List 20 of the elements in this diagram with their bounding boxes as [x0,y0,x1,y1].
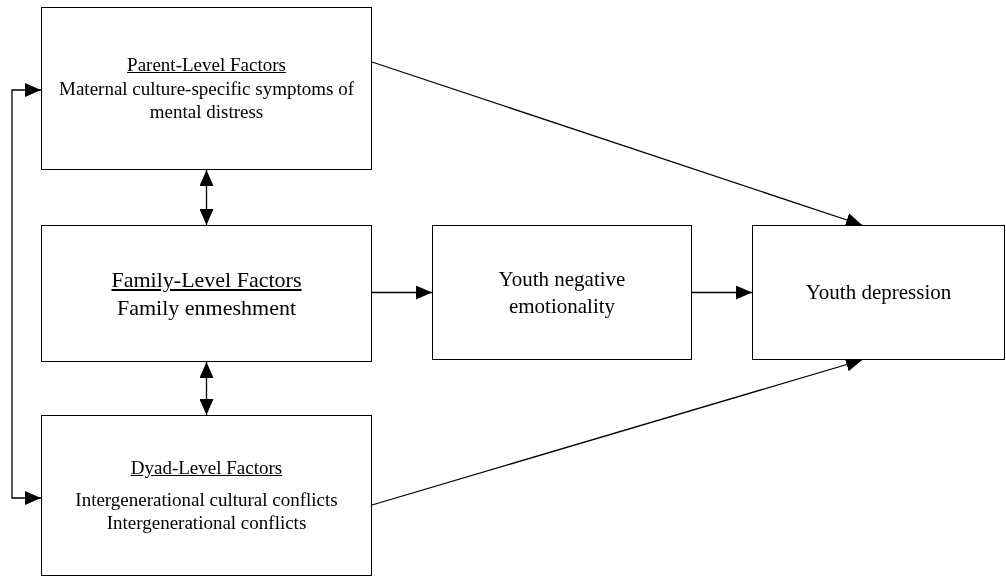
arrow [371,285,433,300]
factor-box [41,225,372,362]
factor-text: Intergenerational conflicts [106,511,307,536]
heading: Family-Level Factors [111,266,302,294]
factor-box [752,225,1005,360]
heading: Dyad-Level Factors [130,455,283,480]
factor-box [432,225,692,360]
heading: Parent-Level Factors [127,52,286,77]
arrow [199,361,214,416]
arrow [691,285,753,300]
factor-text: Intergenerational cultural conflicts [75,487,338,512]
factor-text: Maternal culture-specific symptoms of mental distress [58,76,355,125]
arrow [199,169,214,226]
factor-box [41,415,372,576]
arrow [11,83,42,505]
factor-box [41,7,372,170]
node-text: Youth depression [805,279,952,306]
arrow [371,61,863,227]
factor-text: Family enmeshment [117,293,296,321]
node-text: Youth negative emotionality [497,266,627,319]
